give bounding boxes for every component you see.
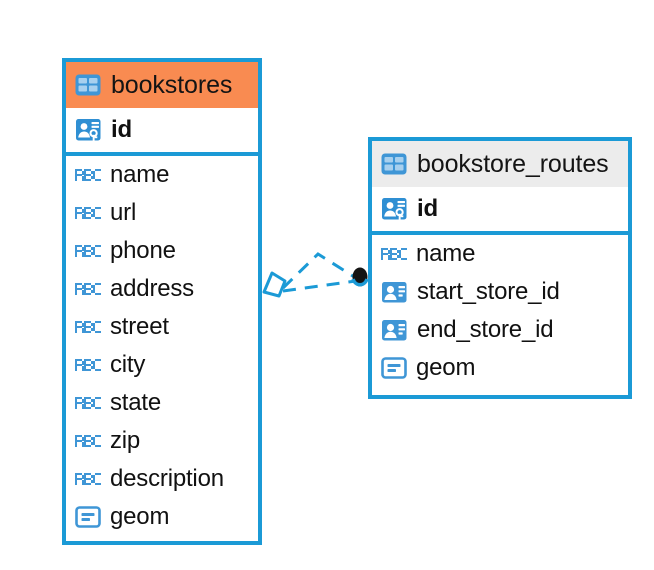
text-type-icon	[75, 434, 101, 448]
text-type-icon	[75, 358, 101, 372]
field-row-id[interactable]: id	[372, 187, 628, 231]
fields-section-bookstore-routes: name start_store_id	[372, 235, 628, 387]
entity-header-bookstores[interactable]: bookstores	[66, 62, 258, 108]
entity-title: bookstore_routes	[417, 149, 609, 178]
geometry-type-icon	[381, 356, 407, 380]
table-icon	[75, 73, 101, 97]
field-label: end_store_id	[417, 316, 554, 343]
field-row-address[interactable]: address	[66, 270, 258, 308]
field-label: street	[110, 313, 169, 340]
table-icon	[381, 152, 407, 176]
field-row-name[interactable]: name	[66, 156, 258, 194]
field-label: id	[111, 116, 132, 143]
field-label: address	[110, 275, 194, 302]
primary-key-section-bookstores: id	[66, 108, 258, 156]
field-label: name	[110, 161, 170, 188]
field-label: geom	[110, 503, 170, 530]
foreign-key-icon	[381, 280, 408, 305]
field-label: city	[110, 351, 146, 378]
field-row-city[interactable]: city	[66, 346, 258, 384]
entity-title: bookstores	[111, 70, 233, 99]
field-row-zip[interactable]: zip	[66, 422, 258, 460]
one-endpoint-marker	[351, 267, 369, 287]
text-type-icon	[381, 247, 407, 261]
field-label: state	[110, 389, 162, 416]
field-row-state[interactable]: state	[66, 384, 258, 422]
entity-table-bookstores[interactable]: bookstores id	[62, 58, 262, 545]
text-type-icon	[75, 320, 101, 334]
field-row-start-store-id[interactable]: start_store_id	[372, 273, 628, 311]
field-row-name[interactable]: name	[372, 235, 628, 273]
field-row-id[interactable]: id	[66, 108, 258, 152]
text-type-icon	[75, 168, 101, 182]
entity-header-bookstore-routes[interactable]: bookstore_routes	[372, 141, 628, 187]
text-type-icon	[75, 396, 101, 410]
text-type-icon	[75, 472, 101, 486]
field-label: id	[417, 195, 438, 222]
text-type-icon	[75, 244, 101, 258]
primary-key-section-bookstore-routes: id	[372, 187, 628, 235]
field-row-geom[interactable]: geom	[372, 349, 628, 387]
relationship-line-lower	[282, 279, 357, 293]
field-label: geom	[416, 354, 476, 381]
field-label: name	[416, 240, 476, 267]
text-type-icon	[75, 282, 101, 296]
geometry-type-icon	[75, 505, 101, 529]
field-row-url[interactable]: url	[66, 194, 258, 232]
field-label: description	[110, 465, 224, 492]
field-row-end-store-id[interactable]: end_store_id	[372, 311, 628, 349]
field-row-street[interactable]: street	[66, 308, 258, 346]
field-row-description[interactable]: description	[66, 460, 258, 498]
text-type-icon	[75, 206, 101, 220]
relationship-line-upper	[281, 252, 357, 290]
field-row-phone[interactable]: phone	[66, 232, 258, 270]
primary-key-icon	[381, 196, 408, 222]
crows-foot-many-marker	[262, 271, 287, 298]
field-label: start_store_id	[417, 278, 560, 305]
foreign-key-icon	[381, 318, 408, 343]
entity-table-bookstore-routes[interactable]: bookstore_routes id	[368, 137, 632, 399]
field-row-geom[interactable]: geom	[66, 498, 258, 536]
field-label: url	[110, 199, 137, 226]
fields-section-bookstores: name	[66, 156, 258, 536]
field-label: phone	[110, 237, 176, 264]
field-label: zip	[110, 427, 141, 454]
primary-key-icon	[75, 117, 102, 143]
